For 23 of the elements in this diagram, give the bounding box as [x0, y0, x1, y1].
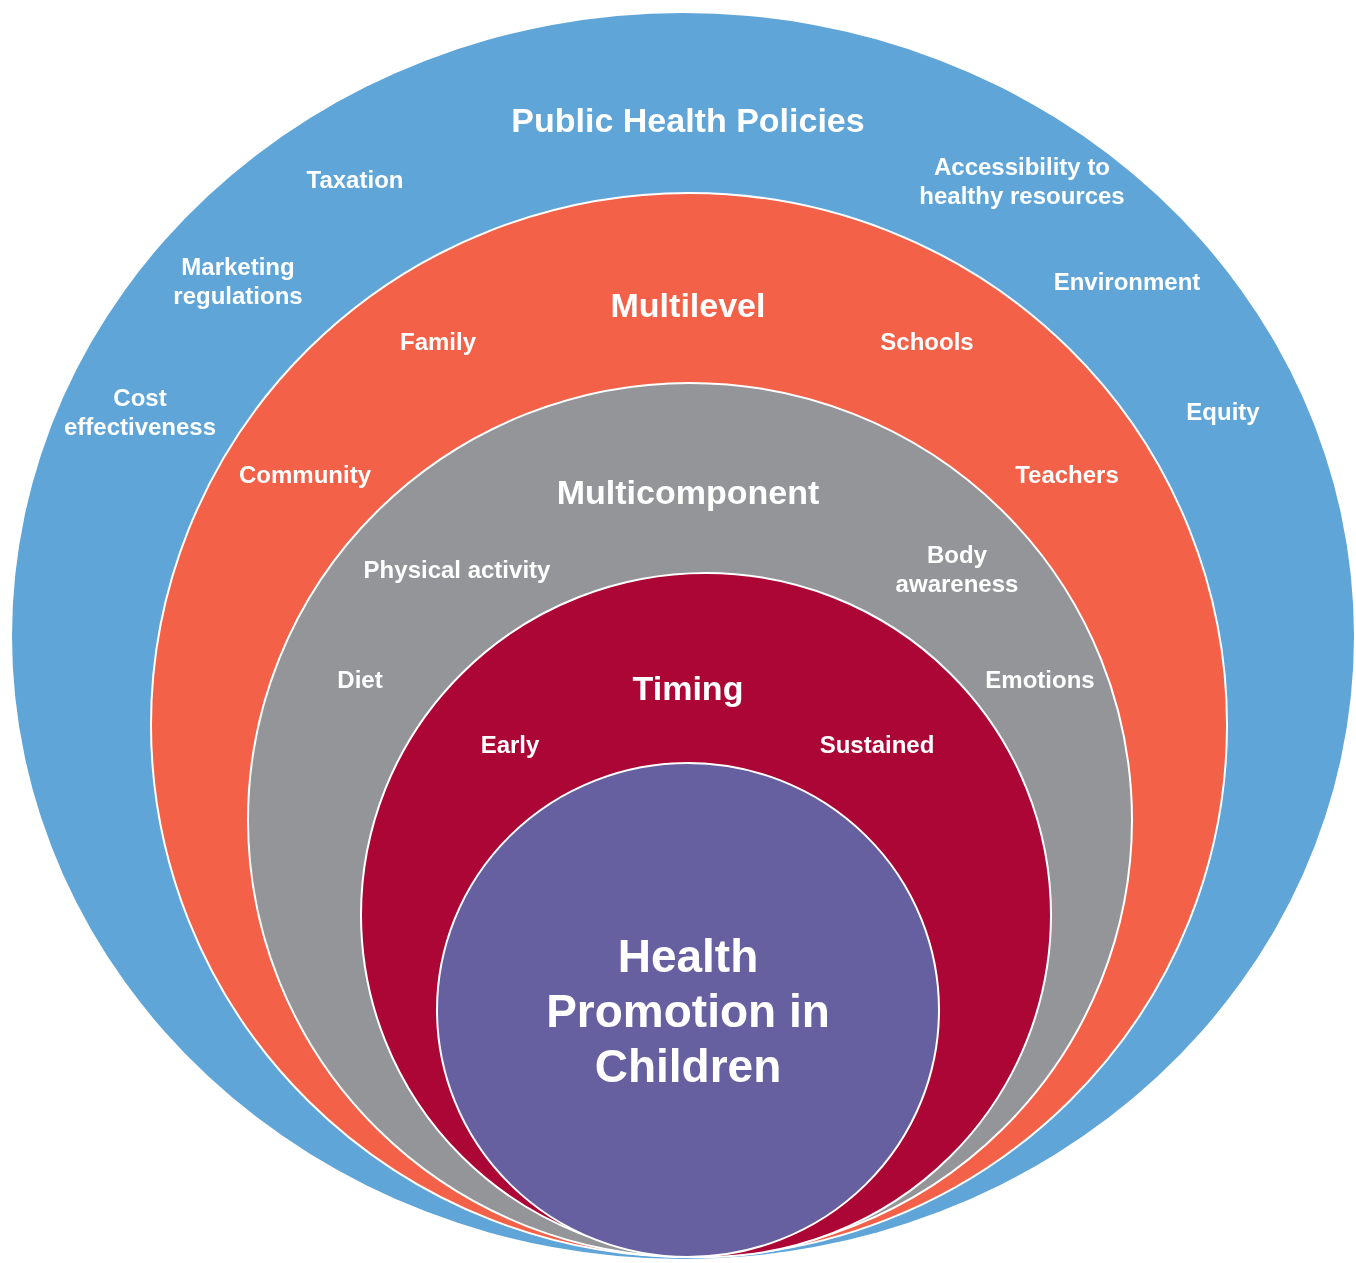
center-circle [436, 762, 940, 1258]
ring-item-label: Equity [1185, 397, 1261, 427]
ring-heading: Timing [631, 667, 745, 709]
ring-item-label: Early [479, 730, 541, 760]
ring-item-label: Teachers [1014, 460, 1120, 490]
ring-item-label: Emotions [984, 665, 1096, 695]
ring-heading: Public Health Policies [510, 99, 866, 141]
ring-heading: Health Promotion in Children [545, 929, 831, 1095]
ring-item-label: Environment [1052, 267, 1202, 297]
ring-item-label: Cost effectiveness [62, 384, 218, 442]
ring-item-label: Diet [336, 665, 384, 695]
ring-heading: Multicomponent [555, 471, 821, 513]
policy-ring [11, 12, 1355, 1260]
ring-item-label: Family [399, 327, 477, 357]
ring-heading: Multilevel [609, 284, 767, 326]
ring-item-label: Schools [879, 327, 975, 357]
ring-item-label: Accessibility to healthy resources [918, 153, 1126, 211]
ring-item-label: Body awareness [894, 541, 1020, 599]
ring-item-label: Marketing regulations [172, 253, 304, 311]
ring-item-label: Sustained [818, 730, 936, 760]
ring-item-label: Taxation [305, 165, 405, 195]
ring-item-label: Community [238, 460, 372, 490]
ring-item-label: Physical activity [362, 555, 552, 585]
